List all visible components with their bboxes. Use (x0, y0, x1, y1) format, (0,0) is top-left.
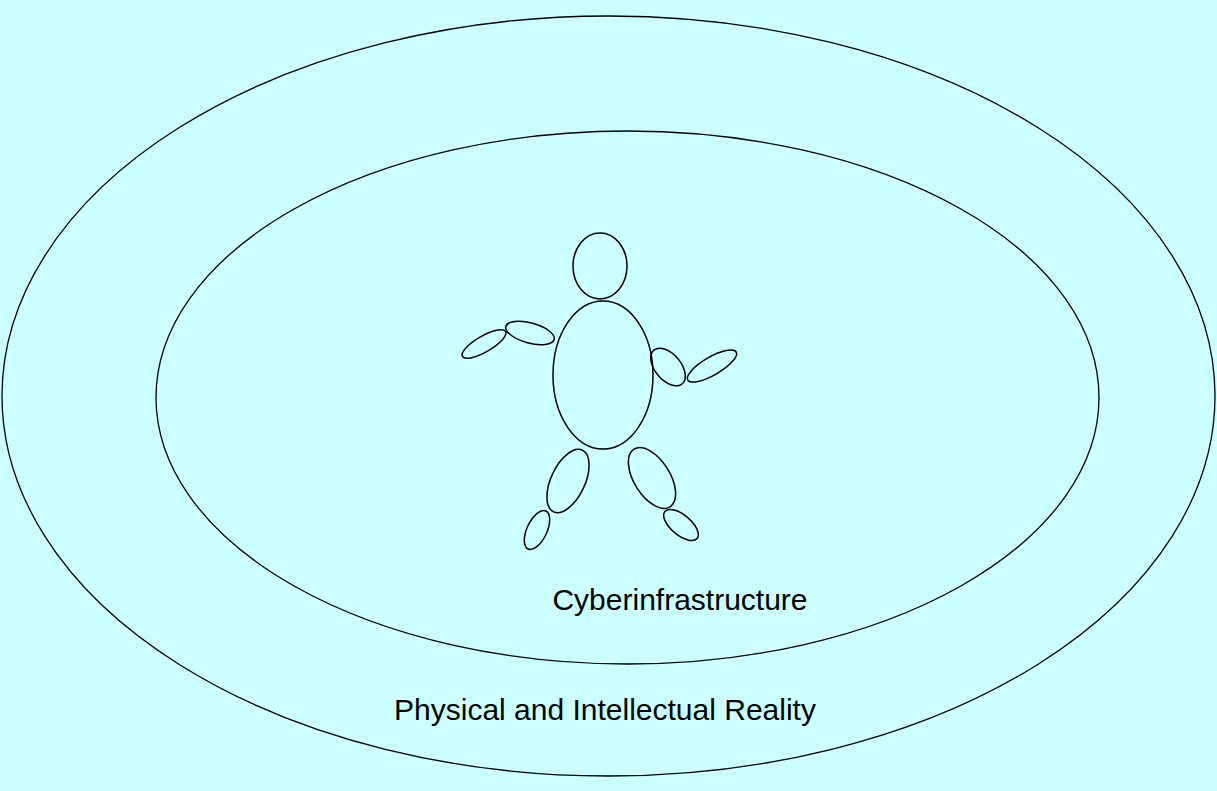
figure-head (573, 233, 627, 299)
figure-arm (458, 325, 509, 364)
figure-leg (538, 443, 598, 519)
cyberinfrastructure-ellipse: Cyberinfrastructure (155, 130, 1100, 665)
ellipse-line (2, 16, 1215, 776)
figure-arm (503, 317, 556, 349)
region-label: Cyberinfrastructure (552, 583, 807, 618)
figure-arm (644, 342, 692, 392)
reality-ellipse: Physical and Intellectual Reality Cyberin… (1, 15, 1216, 777)
ellipse-outline (1, 15, 1216, 777)
figure-leg (619, 440, 686, 517)
ellipse-line (156, 131, 1099, 664)
figure-leg (658, 504, 703, 546)
figure-body (553, 301, 653, 449)
figure-arm (683, 344, 740, 388)
region-label: Physical and Intellectual Reality (394, 693, 816, 728)
figure-leg (519, 507, 555, 554)
